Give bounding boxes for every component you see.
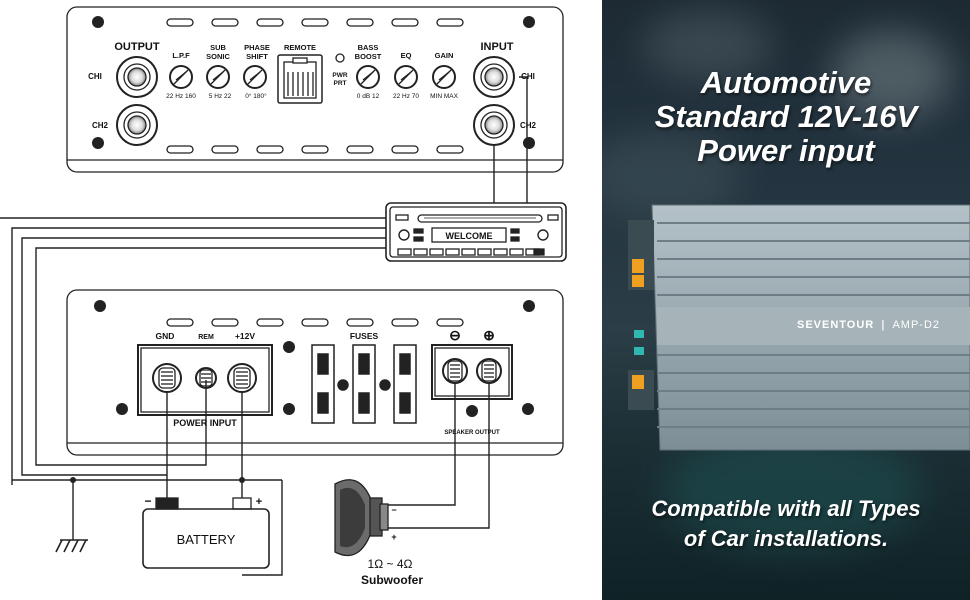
head-unit-display: WELCOME bbox=[446, 231, 493, 241]
ch1-right-label: CHI bbox=[521, 72, 535, 81]
wiring-diagram: OUTPUT INPUT CHI CH2 CHI CH2 L.P.F SUBSO… bbox=[0, 6, 567, 587]
head-unit bbox=[385, 202, 567, 262]
knob-bass-icon bbox=[356, 65, 380, 89]
knob-gain-scale: MIN MAX bbox=[430, 93, 458, 100]
ch2-right-label: CH2 bbox=[520, 121, 537, 130]
knob-lpf-icon bbox=[169, 65, 193, 89]
output-label: OUTPUT bbox=[114, 41, 160, 53]
output-jack-ch1 bbox=[116, 56, 158, 98]
knob-eq-label: EQ bbox=[401, 51, 412, 60]
pwr-led-icon bbox=[335, 53, 345, 63]
brand-label: SEVENTOUR | AMP-D2 bbox=[797, 319, 941, 331]
power-input-label: POWER INPUT bbox=[173, 418, 237, 428]
ground-icon bbox=[55, 539, 88, 553]
knob-phase-icon bbox=[243, 65, 267, 89]
fuses-icon bbox=[311, 344, 417, 424]
battery-plus: + bbox=[256, 496, 262, 508]
subwoofer-impedance: 1Ω ~ 4Ω bbox=[368, 557, 413, 571]
headline-line-1: Automotive bbox=[700, 65, 872, 100]
product-photo-panel: Automotive Standard 12V-16V Power input … bbox=[602, 0, 970, 600]
model-name: AMP-D2 bbox=[892, 319, 941, 331]
screw-icon bbox=[94, 300, 535, 417]
gnd-label: GND bbox=[156, 331, 175, 341]
subwoofer-minus: − bbox=[391, 505, 396, 515]
subline-line-1: Compatible with all Types bbox=[651, 496, 921, 521]
subwoofer-icon bbox=[334, 479, 389, 557]
knob-phase-scale: 0° 180° bbox=[245, 92, 267, 100]
battery-minus: − bbox=[144, 494, 151, 508]
ch1-left-label: CHI bbox=[88, 72, 102, 81]
knob-gain-icon bbox=[432, 65, 456, 89]
headline: Automotive Standard 12V-16V Power input bbox=[602, 66, 970, 168]
power-input-terminal bbox=[137, 344, 273, 416]
amplifier-product-image bbox=[628, 204, 970, 451]
knob-lpf-label: L.P.F bbox=[172, 51, 190, 60]
screw-icon bbox=[92, 16, 535, 149]
input-label: INPUT bbox=[481, 41, 514, 53]
input-jack-ch2 bbox=[473, 104, 515, 146]
subline-line-2: of Car installations. bbox=[683, 526, 889, 551]
speaker-output-label: SPEAKER OUTPUT bbox=[444, 430, 500, 436]
subwoofer-plus: + bbox=[391, 532, 396, 542]
knob-lpf-scale: 22 Hz 160 bbox=[166, 93, 196, 100]
speaker-minus-symbol: ⊖ bbox=[449, 327, 461, 343]
headline-line-2: Standard 12V-16V bbox=[654, 99, 918, 134]
speaker-output-terminal bbox=[431, 344, 513, 400]
output-jack-ch2 bbox=[116, 104, 158, 146]
ch2-left-label: CH2 bbox=[92, 121, 109, 130]
subline: Compatible with all Types of Car install… bbox=[602, 494, 970, 554]
top-amp-panel bbox=[66, 6, 564, 173]
remote-port-icon bbox=[277, 54, 323, 104]
remote-label: REMOTE bbox=[284, 43, 316, 52]
subwoofer-label: Subwoofer bbox=[361, 573, 423, 587]
knob-eq-scale: 22 Hz 70 bbox=[393, 93, 419, 100]
input-jack-ch1 bbox=[473, 56, 515, 98]
headline-line-3: Power input bbox=[697, 133, 875, 168]
bottom-amp-panel bbox=[66, 289, 564, 456]
fuses-label: FUSES bbox=[350, 331, 379, 341]
brand-name: SEVENTOUR bbox=[797, 319, 875, 331]
knob-eq-icon bbox=[394, 65, 418, 89]
rem-label: REM bbox=[198, 334, 214, 341]
plus12v-label: +12V bbox=[235, 331, 255, 341]
battery-label: BATTERY bbox=[177, 532, 236, 547]
knob-bass-scale: 0 dB 12 bbox=[357, 93, 380, 100]
knob-subsonic-icon bbox=[206, 65, 230, 89]
knob-gain-label: GAIN bbox=[435, 51, 454, 60]
battery-icon bbox=[142, 497, 270, 569]
knob-subsonic-scale: 5 Hz 22 bbox=[209, 93, 232, 100]
speaker-plus-symbol: ⊕ bbox=[483, 327, 495, 343]
